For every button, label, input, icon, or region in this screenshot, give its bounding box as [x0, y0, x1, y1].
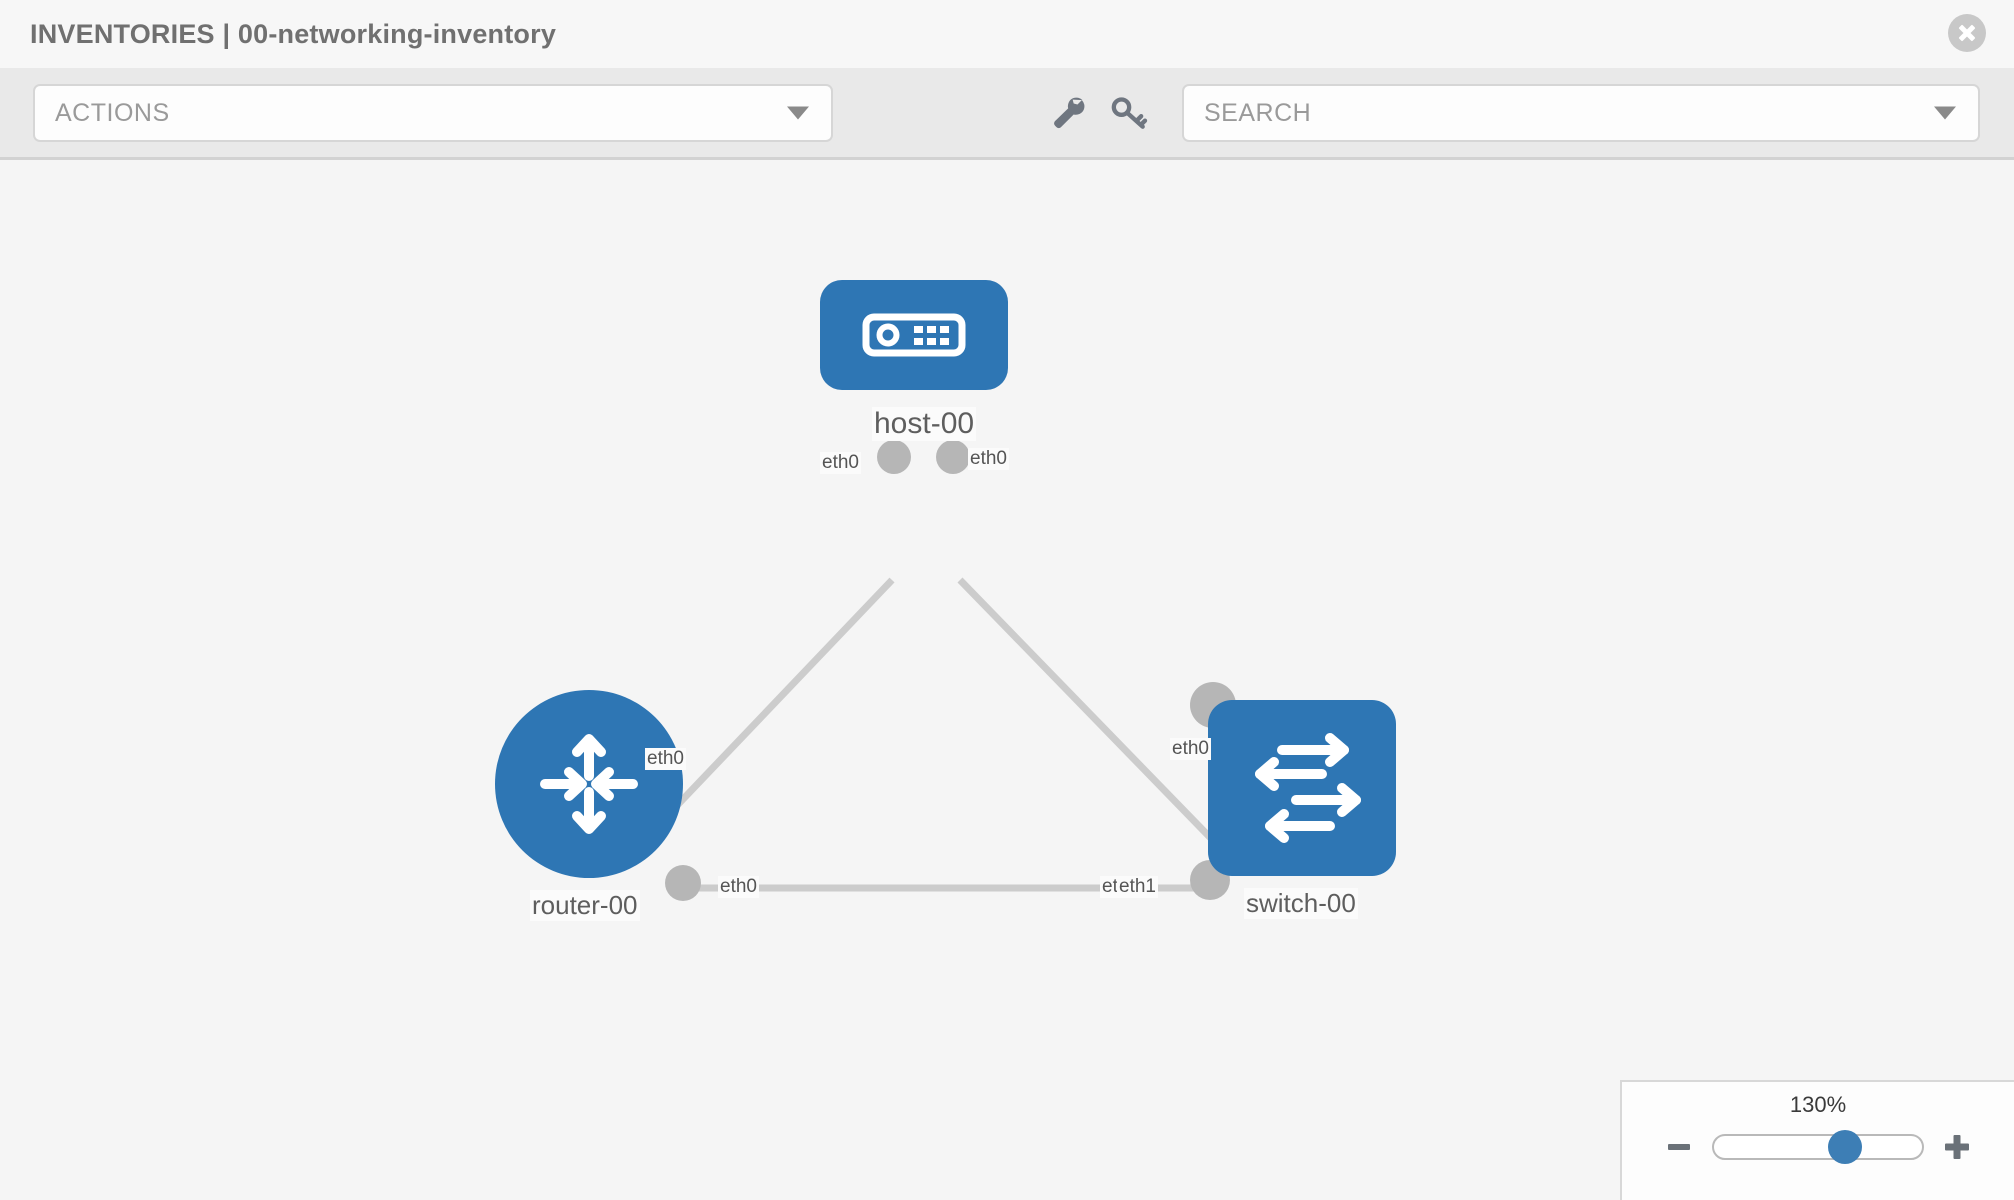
- page-header: INVENTORIES | 00-networking-inventory: [0, 0, 2014, 68]
- zoom-out-button[interactable]: [1662, 1130, 1696, 1164]
- switch-arrows-icon: [1255, 733, 1361, 843]
- host-node-shape[interactable]: [820, 280, 1008, 390]
- search-dropdown[interactable]: SEARCH: [1182, 84, 1980, 142]
- switch-node-shape[interactable]: [1208, 700, 1396, 876]
- node-label-router-00: router-00: [530, 890, 640, 921]
- topology-canvas[interactable]: host-00 eth0 eth0: [0, 160, 2014, 1200]
- wrench-icon[interactable]: [1040, 84, 1098, 142]
- iface-label-switch-eth1: eth1: [1117, 876, 1158, 898]
- iface-label-switch-uplink-eth0: eth0: [1170, 738, 1211, 760]
- router-node-shape[interactable]: [495, 690, 683, 878]
- zoom-slider-track[interactable]: [1712, 1130, 1924, 1164]
- node-label-host-00: host-00: [872, 407, 977, 441]
- router-arrows-icon: [540, 734, 638, 834]
- iface-label-host-eth0-left: eth0: [820, 452, 861, 474]
- page-title: INVENTORIES | 00-networking-inventory: [30, 18, 557, 49]
- connector-nub: [936, 440, 970, 474]
- actions-dropdown-label: ACTIONS: [55, 98, 170, 127]
- link-host00-switch00: [957, 577, 1235, 863]
- close-icon[interactable]: [1948, 14, 1986, 52]
- chevron-down-icon: [787, 106, 809, 120]
- zoom-control-panel: 130%: [1620, 1080, 2014, 1200]
- iface-label-router-eth0: eth0: [718, 876, 759, 898]
- iface-label-host-eth0-right: eth0: [968, 448, 1009, 470]
- zoom-level-label: 130%: [1789, 1092, 1847, 1117]
- zoom-slider-row: [1622, 1130, 2014, 1164]
- server-device-icon: [862, 313, 966, 357]
- zoom-slider-thumb[interactable]: [1828, 1130, 1863, 1164]
- iface-label-router-uplink-eth0: eth0: [645, 748, 686, 770]
- node-label-switch-00: switch-00: [1244, 888, 1358, 919]
- toolbar: ACTIONS SEARCH: [0, 68, 2014, 160]
- zoom-in-button[interactable]: [1940, 1130, 1974, 1164]
- search-input[interactable]: SEARCH: [1204, 98, 1312, 127]
- connector-nub: [665, 865, 701, 901]
- actions-dropdown[interactable]: ACTIONS: [33, 84, 833, 142]
- connector-nub: [877, 440, 911, 474]
- chevron-down-icon: [1934, 106, 1956, 120]
- key-icon[interactable]: [1100, 84, 1158, 142]
